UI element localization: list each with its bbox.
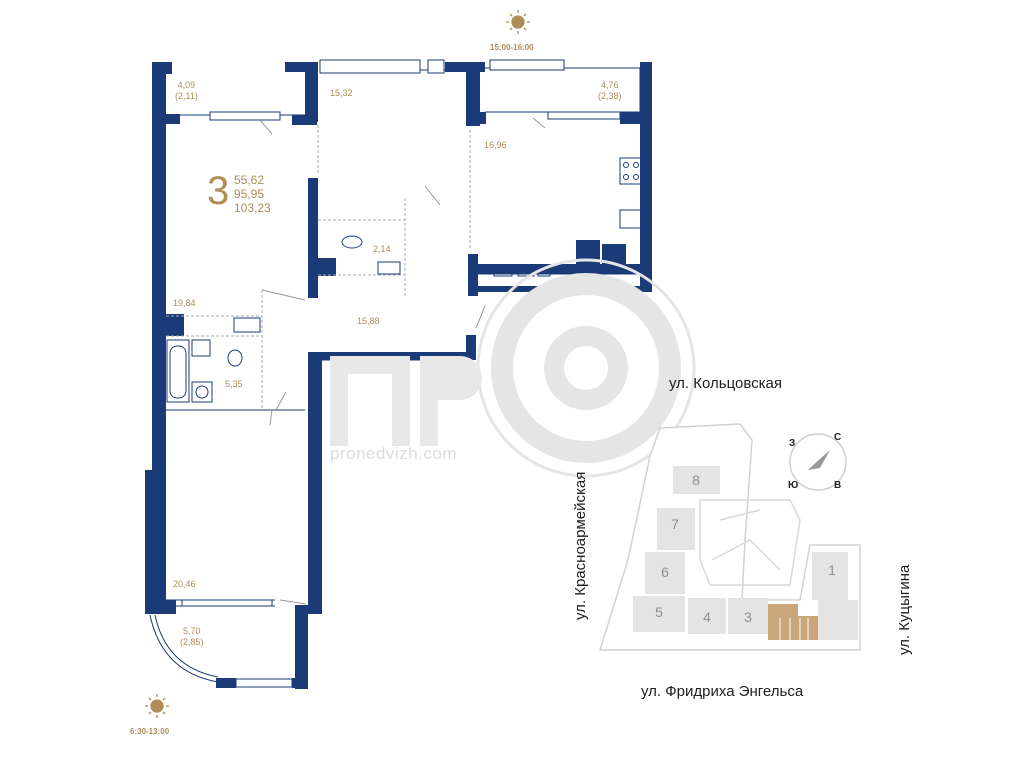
room-area-bedroom-left: 19,84 xyxy=(173,298,196,308)
fixtures xyxy=(166,157,643,403)
building-3 xyxy=(728,598,768,634)
street-west: ул. Красноармейская xyxy=(572,471,589,620)
building-label-5: 5 xyxy=(655,604,663,620)
partitions xyxy=(166,125,471,410)
doors xyxy=(259,117,546,605)
building-8 xyxy=(673,466,720,494)
room-area-balcony-top-right: 4,76(2,38) xyxy=(598,80,622,101)
total-area-with-balconies: 103,23 xyxy=(234,201,271,215)
building-6 xyxy=(645,552,685,594)
compass-icon xyxy=(789,433,847,491)
total-area: 95,95 xyxy=(234,187,265,201)
room-area-wc: 2,14 xyxy=(373,244,391,254)
room-area-balcony-top-left: 4,09(2,11) xyxy=(175,80,198,101)
building-1 xyxy=(812,552,858,640)
building-label-3: 3 xyxy=(744,609,752,625)
building-4 xyxy=(688,598,726,634)
building-label-6: 6 xyxy=(661,564,669,580)
living-area: 55,62 xyxy=(234,173,265,187)
watermark-site: pronedvizh.com xyxy=(330,444,458,463)
building-label-4: 4 xyxy=(703,609,711,625)
rooms-count: 3 xyxy=(207,169,230,213)
building-label-8: 8 xyxy=(692,472,700,488)
insolation-bottom: 6:30-13:00 xyxy=(130,727,170,736)
insolation-top: 15:00-16:00 xyxy=(490,43,534,52)
room-area-bedroom-top: 15,32 xyxy=(330,88,353,98)
building-5 xyxy=(633,596,685,632)
area-summary: 55,62 95,95 103,23 xyxy=(234,173,271,215)
sun-icon xyxy=(506,10,530,34)
room-area-living-room: 20,46 xyxy=(173,579,196,589)
street-north: ул. Кольцовская xyxy=(669,375,782,392)
compass-west: З xyxy=(789,438,796,449)
street-east: ул. Куцыгина xyxy=(896,564,913,655)
compass-south: Ю xyxy=(788,480,799,491)
room-area-bathroom: 5,35 xyxy=(225,379,243,389)
building-label-7: 7 xyxy=(671,516,679,532)
sun-icon xyxy=(145,694,169,718)
street-south: ул. Фридриха Энгельса xyxy=(641,683,804,700)
compass-north: С xyxy=(834,432,842,443)
building-7 xyxy=(657,508,695,550)
room-area-hall: 15,88 xyxy=(357,316,380,326)
building-label-1: 1 xyxy=(828,562,836,578)
room-area-kitchen: 16,96 xyxy=(484,140,507,150)
windows xyxy=(181,59,621,688)
compass-east: В xyxy=(834,480,842,491)
site-map xyxy=(598,423,861,651)
watermark-logo xyxy=(330,258,696,478)
room-area-balcony-bottom: 5,70(2,85) xyxy=(180,626,204,647)
